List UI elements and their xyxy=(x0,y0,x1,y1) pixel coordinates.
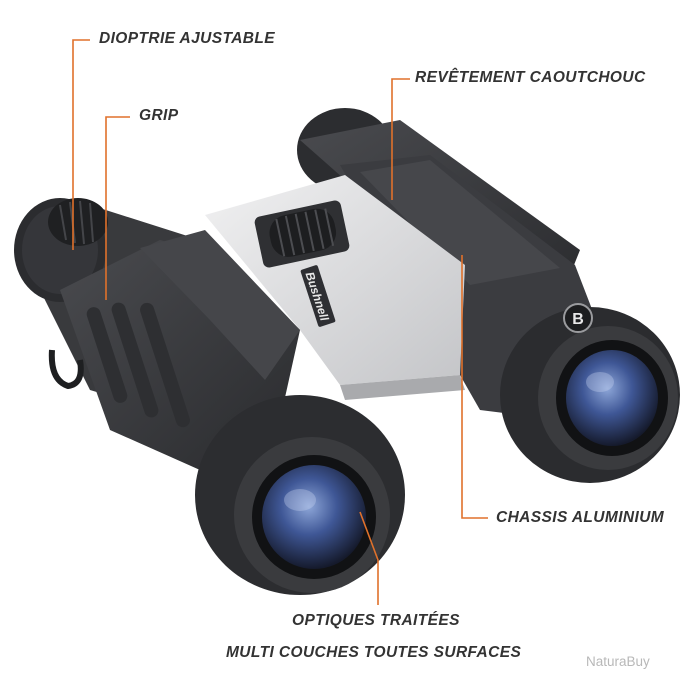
label-diopter: DIOPTRIE AJUSTABLE xyxy=(99,30,275,47)
strap-lug xyxy=(48,349,84,390)
callout-lines xyxy=(72,39,488,605)
watermark: NaturaBuy xyxy=(586,654,650,669)
brand-logo-letter: B xyxy=(572,311,584,328)
label-optics-line2: MULTI COUCHES TOUTES SURFACES xyxy=(226,644,522,661)
brand-logo-badge: B xyxy=(563,303,593,333)
left-housing xyxy=(60,230,300,470)
label-optics-line1: OPTIQUES TRAITÉES xyxy=(292,612,460,629)
callout-line-rubber xyxy=(391,78,410,200)
label-grip: GRIP xyxy=(139,107,179,124)
left-objective xyxy=(195,395,405,595)
callout-line-grip xyxy=(105,116,130,300)
right-objective xyxy=(500,307,680,483)
label-aluminium-chassis: CHASSIS ALUMINIUM xyxy=(496,509,665,526)
right-housing-panel xyxy=(360,160,560,285)
grip-ribs xyxy=(86,302,190,428)
callout-line-diopter xyxy=(72,39,90,250)
label-rubber-coating: REVÊTEMENT CAOUTCHOUC xyxy=(415,69,646,86)
diopter-ring xyxy=(48,198,108,246)
focus-wheel xyxy=(254,200,350,268)
callout-line-chassis xyxy=(461,255,488,519)
callout-line-optics xyxy=(359,511,379,605)
